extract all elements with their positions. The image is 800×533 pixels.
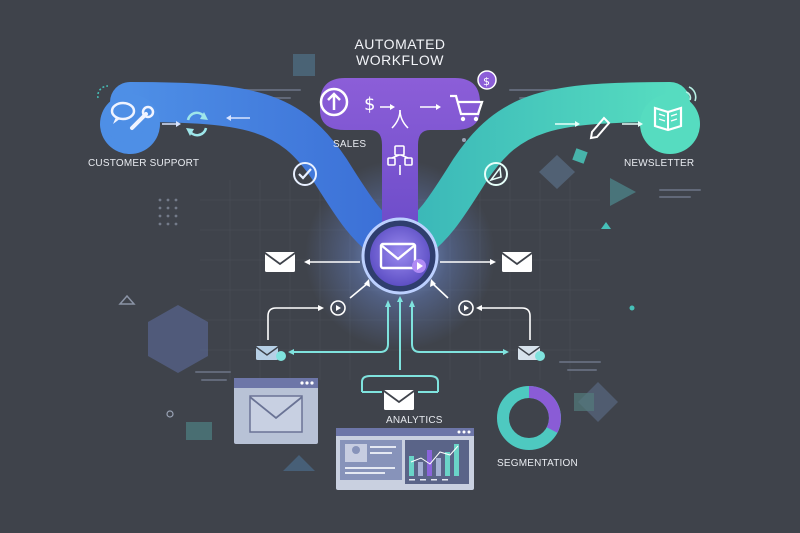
sync-icon	[186, 111, 208, 137]
envelope-icon	[383, 390, 415, 410]
checkmark-icon	[293, 162, 317, 186]
compass-icon	[484, 162, 508, 186]
square-shape	[572, 148, 588, 164]
shopping-cart-icon	[450, 94, 484, 122]
arrow-connector	[555, 121, 643, 127]
hexagon-shape	[148, 305, 208, 373]
diamond-shape	[578, 382, 618, 422]
svg-text:$: $	[483, 75, 490, 88]
connector-lines	[288, 296, 509, 393]
square-shape	[186, 422, 212, 440]
analytics-label: ANALYTICS	[386, 415, 443, 426]
arc-shape	[97, 85, 109, 99]
central-envelope-hub	[361, 217, 439, 295]
dot-shape	[462, 138, 466, 142]
square-shape	[574, 393, 594, 411]
pen-icon	[589, 116, 611, 140]
broadcast-icon	[685, 86, 697, 102]
envelope-icon	[264, 252, 296, 272]
envelope-icon	[517, 346, 545, 361]
square-shape	[293, 54, 315, 76]
chat-bubble-icon	[110, 101, 136, 124]
envelope-icon	[255, 346, 286, 361]
wrench-icon	[130, 105, 155, 130]
dot-grid	[158, 198, 178, 226]
diamond-shape	[539, 155, 575, 189]
dollar-badge-icon: $	[477, 70, 497, 90]
title-line-2: WORKFLOW	[356, 52, 444, 68]
sales-label: SALES	[333, 139, 367, 150]
svg-text:$: $	[364, 94, 375, 115]
play-icon	[458, 300, 474, 316]
sales-branch	[320, 78, 480, 245]
envelope-icon	[501, 252, 533, 272]
play-icon	[330, 300, 346, 316]
customer-support-label: CUSTOMER SUPPORT	[88, 158, 200, 169]
dollar-icon: $	[364, 94, 375, 115]
branch-network-icon	[387, 145, 413, 175]
open-book-icon	[653, 106, 683, 132]
connector-lines	[267, 259, 531, 340]
analytics-dashboard	[336, 428, 474, 490]
arrow-connector	[162, 115, 250, 127]
triangle-shape	[601, 222, 611, 229]
page-title: AUTOMATED WORKFLOW	[330, 36, 470, 68]
upload-arrow-icon	[319, 87, 349, 117]
dot-shape	[629, 305, 635, 311]
triangle-shape	[610, 178, 636, 206]
dot-shape	[166, 410, 174, 418]
triangle-shape	[118, 294, 136, 305]
donut-chart-icon	[497, 386, 561, 450]
email-window	[234, 378, 318, 444]
triangle-shape	[283, 455, 315, 471]
title-line-1: AUTOMATED	[354, 36, 446, 52]
segmentation-label: SEGMENTATION	[497, 458, 578, 469]
newsletter-label: NEWSLETTER	[624, 158, 695, 169]
arrow-connector	[380, 104, 441, 129]
